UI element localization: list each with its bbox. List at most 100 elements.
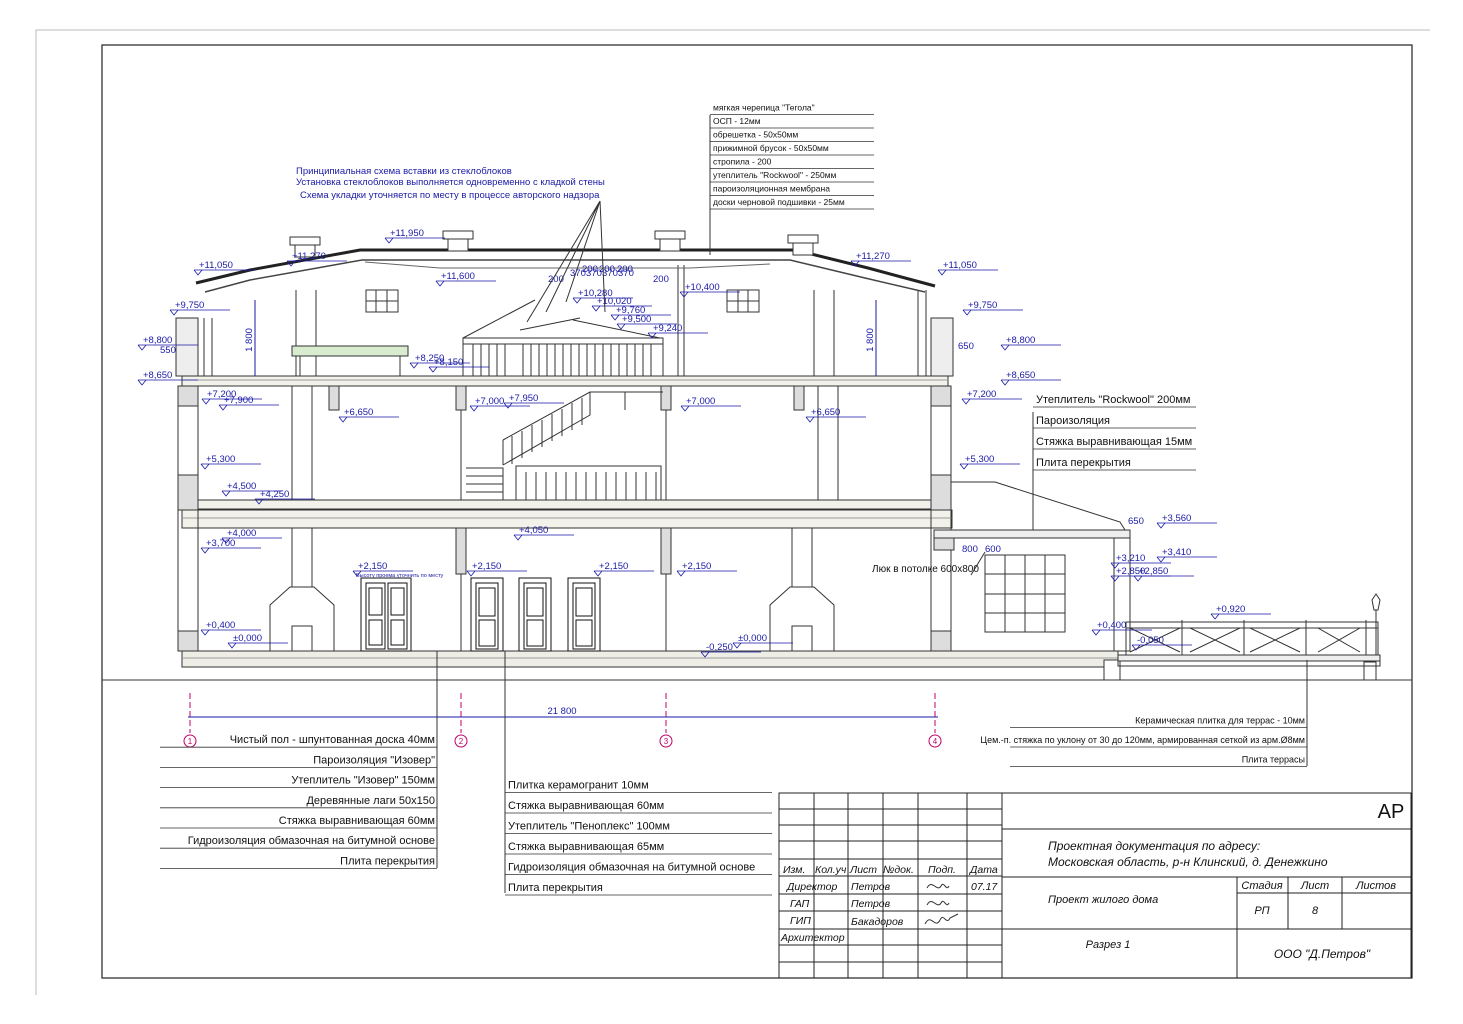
axis-label-2: 2 <box>459 737 464 746</box>
callout-layer: Плита перекрытия <box>508 882 603 894</box>
role-gip: ГИП <box>790 915 811 927</box>
title-block-text: АР Проектная документация по адресу: Мос… <box>780 801 1404 961</box>
elevation-label: +5,300 <box>965 454 994 465</box>
elevation-label: -0,050 <box>1137 635 1164 646</box>
small-dimension: 650 <box>958 341 974 352</box>
glassblock-note: Принципиальная схема вставки из стеклобл… <box>296 166 606 323</box>
elevation-label: +7,900 <box>224 395 253 406</box>
elevation-label: +7,200 <box>967 389 996 400</box>
callout-layer: Стяжка выравнивающая 60мм <box>508 800 664 812</box>
small-dimension: 370 <box>602 268 618 279</box>
axis-grid: 1 2 3 4 21 800 <box>183 693 942 748</box>
header-kol: Кол.уч <box>815 864 847 876</box>
elevation-label: +2,150 <box>472 561 501 572</box>
elevation-label: +2,150 <box>358 561 387 572</box>
elevation-label: +10,400 <box>685 282 720 293</box>
small-dimension: 800 <box>962 544 978 555</box>
header-date: Дата <box>969 864 998 876</box>
elevation-label: +4,250 <box>260 489 289 500</box>
role-gap: ГАП <box>790 898 810 910</box>
elevation-label: +11,050 <box>943 260 977 271</box>
elevation-label: +4,050 <box>519 525 548 536</box>
glassblock-note-line-1: Принципиальная схема вставки из стеклобл… <box>296 166 512 177</box>
sheets-header: Листов <box>1355 880 1396 892</box>
name-gap: Петров <box>851 898 891 910</box>
elevation-marks: +11,950+11,600+11,270+11,270+11,050+11,0… <box>137 228 1271 658</box>
elevation-label: +10,020 <box>597 296 632 307</box>
elevation-label: +0,400 <box>1097 620 1126 631</box>
elevation-label: +7,000 <box>475 396 504 407</box>
elevation-label: +3,410 <box>1162 547 1191 558</box>
small-dimension: 200 <box>653 274 669 285</box>
callout-layer: Чистый пол - шпунтованная доска 40мм <box>230 734 435 746</box>
callout-layer: пароизоляционная мембрана <box>713 184 830 194</box>
slab-layers-callout: Утеплитель "Rockwool" 200ммПароизоляцияС… <box>1032 394 1196 530</box>
name-gip: Бакадоров <box>851 916 904 928</box>
vertical-dimensions: 1 800 1 800 <box>244 300 877 376</box>
elevation-label: +7,950 <box>509 393 538 404</box>
elevation-label: +8,250 <box>415 353 444 364</box>
small-dimension: 370 <box>586 268 602 279</box>
small-dimension: 550 <box>160 345 176 356</box>
sheet-header: Лист <box>1300 880 1329 892</box>
elevation-label: +11,050 <box>199 260 233 271</box>
callout-layer: прижимной брусок - 50х50мм <box>713 143 829 153</box>
callout-layer: обрешетка - 50х50мм <box>713 130 798 140</box>
roof-layers-callout: мягкая черепица "Тегола"ОСП - 12ммобреше… <box>709 103 874 255</box>
elevation-label: +4,500 <box>227 481 256 492</box>
project-address-1: Проектная документация по адресу: <box>1048 839 1260 853</box>
callout-layer: Пароизоляция "Изовер" <box>313 754 435 766</box>
elevation-label: +11,270 <box>292 251 326 262</box>
elevation-label: +9,240 <box>653 323 682 334</box>
axis-label-1: 1 <box>188 737 193 746</box>
drawing-code: АР <box>1378 801 1405 823</box>
callout-layer: Плита перекрытия <box>1036 457 1131 469</box>
callout-layer: Пароизоляция <box>1036 415 1110 427</box>
small-dimension: 370 <box>570 268 586 279</box>
small-dimension: 200 <box>548 274 564 285</box>
building-section <box>175 230 1381 681</box>
opening-note: Высоту проема уточнить по месту <box>356 573 444 579</box>
callout-layer: Плитка керамогранит 10мм <box>508 780 649 792</box>
callout-layer: Плита террасы <box>1242 755 1305 765</box>
elevation-label: +7,000 <box>686 396 715 407</box>
callout-layer: стропила - 200 <box>713 157 772 167</box>
callout-layer: Утеплитель "Rockwool" 200мм <box>1036 394 1190 406</box>
elevation-label: +9,500 <box>622 314 651 325</box>
elevation-label: ±0,000 <box>738 633 767 644</box>
callout-layer: Керамическая плитка для террас - 10мм <box>1135 716 1305 726</box>
elevation-label: +9,760 <box>616 305 645 316</box>
elevation-label: +8,650 <box>1006 370 1035 381</box>
role-architect: Архитектор <box>780 932 845 944</box>
callout-layer: утеплитель "Rockwool" - 250мм <box>713 170 837 180</box>
small-dimension: 650 <box>1128 516 1144 527</box>
elevation-label: +5,300 <box>206 454 235 465</box>
elevation-label: +2,150 <box>599 561 628 572</box>
callout-layer: Стяжка выравнивающая 60мм <box>279 815 435 827</box>
callout-layer: Стяжка выравнивающая 15мм <box>1036 436 1192 448</box>
callout-layer: Гидроизоляция обмазочная на битумной осн… <box>508 862 755 874</box>
elevation-label: +8,800 <box>143 335 172 346</box>
date-value: 07.17 <box>971 881 998 893</box>
object-name: Проект жилого дома <box>1048 894 1158 906</box>
callout-layer: ОСП - 12мм <box>713 116 761 126</box>
elevation-label: +0,400 <box>206 620 235 631</box>
elevation-label: +10,280 <box>578 288 613 299</box>
elevation-label: +8,800 <box>1006 335 1035 346</box>
elevation-label: +9,750 <box>175 300 204 311</box>
elevation-label: +11,270 <box>856 251 890 262</box>
callout-layer: Цем.-п. стяжка по уклону от 30 до 120мм,… <box>980 735 1305 745</box>
terrace-layers-callout: Керамическая плитка для террас - 10ммЦем… <box>980 660 1308 767</box>
callout-layer: Деревянные лаги 50х150 <box>306 795 435 807</box>
callout-layer: Гидроизоляция обмазочная на битумной осн… <box>188 835 435 847</box>
elevation-label: +3,210 <box>1116 553 1145 564</box>
callout-layer: Утеплитель "Изовер" 150мм <box>291 775 435 787</box>
role-director: Директор <box>786 881 837 893</box>
elevation-label: +11,950 <box>390 228 424 239</box>
small-dimension: 200 <box>599 264 615 275</box>
elevation-label: +8,150 <box>434 357 463 368</box>
sheet-frames <box>35 29 1430 995</box>
